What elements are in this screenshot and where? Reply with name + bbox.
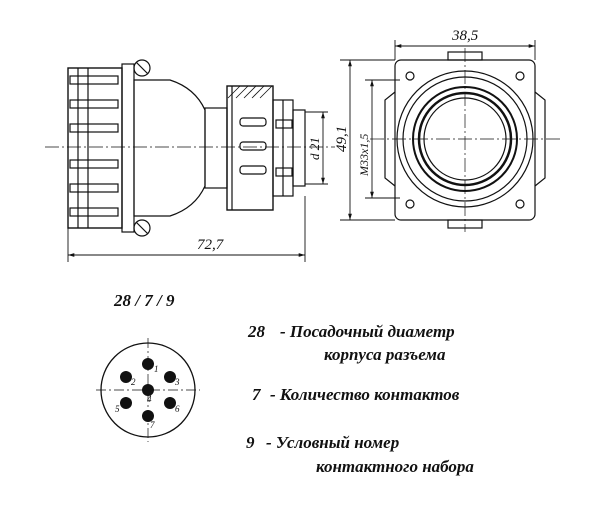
width-dimension (394, 40, 536, 60)
pin-label-4: 4 (147, 394, 152, 404)
pin-label-7: 7 (150, 420, 155, 430)
legend-num-3: 9 (246, 433, 255, 452)
legend-cont-3: контактного набора (316, 457, 474, 476)
side-view (45, 59, 335, 237)
d21-label: d 21 (307, 137, 322, 160)
pin-2 (120, 371, 132, 383)
front-view (370, 48, 560, 232)
length-dimension (67, 196, 306, 262)
legend-text-3: - Условный номер (266, 433, 399, 452)
width-label: 38,5 (451, 28, 479, 44)
pin-4 (142, 384, 154, 396)
gland-ribs (69, 75, 119, 217)
length-label: 72,7 (197, 237, 225, 253)
pin-3 (164, 371, 176, 383)
height-dimension (340, 59, 400, 221)
nut-hatch (227, 85, 273, 99)
legend: 28 - Посадочный диаметр корпуса разъема … (246, 322, 474, 476)
height-label: 49,1 (334, 126, 350, 152)
d21-dimension (305, 111, 328, 185)
code-title: 28 / 7 / 9 (113, 291, 175, 310)
pin-label-1: 1 (154, 364, 159, 374)
legend-text-1: - Посадочный диаметр (280, 322, 455, 341)
legend-num-1: 28 (247, 322, 266, 341)
pin-1 (142, 358, 154, 370)
pin-label-5: 5 (115, 404, 120, 414)
pin-6 (164, 397, 176, 409)
legend-num-2: 7 (252, 385, 262, 404)
legend-cont-1: корпуса разъема (324, 345, 446, 364)
legend-text-2: - Количество контактов (270, 385, 460, 404)
pin-label-6: 6 (175, 404, 180, 414)
pin-5 (120, 397, 132, 409)
thread-label: M33x1,5 (357, 134, 371, 177)
pin-label-3: 3 (174, 377, 180, 387)
pinout-diagram: 1 2 3 4 5 6 7 (96, 338, 200, 442)
pin-7 (142, 410, 154, 422)
pin-label-2: 2 (131, 377, 136, 387)
